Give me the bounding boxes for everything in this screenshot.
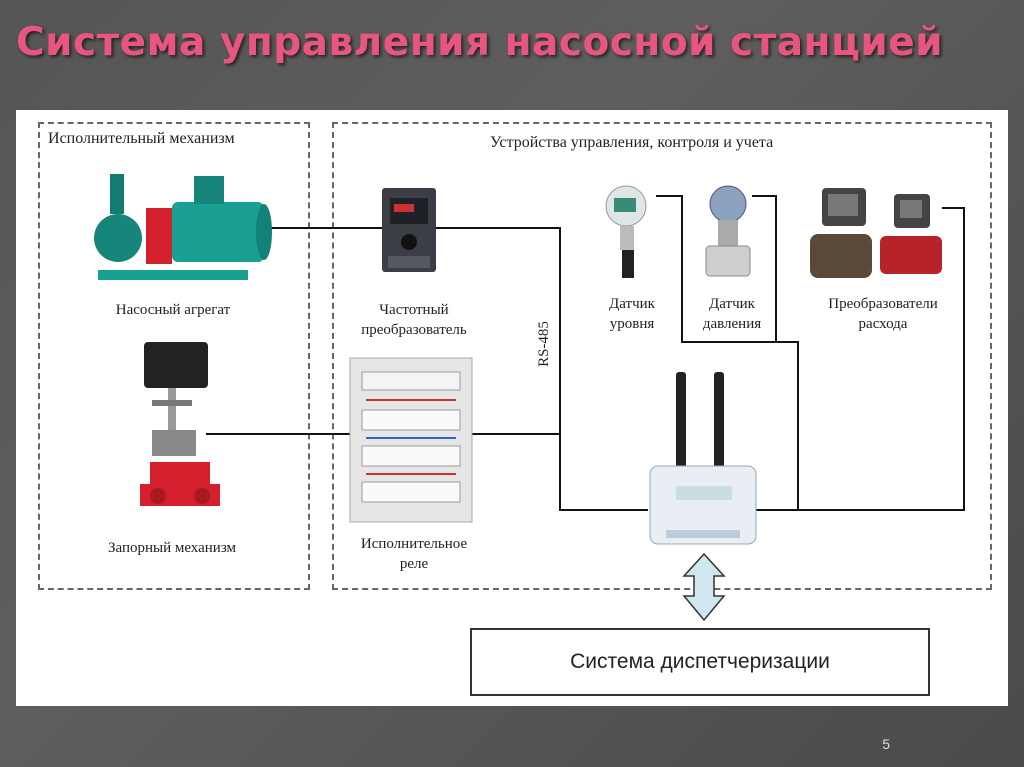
- pump-unit-label: Насосный агрегат: [115, 302, 231, 318]
- flow-converters-label-line2: расхода: [858, 316, 908, 332]
- vfd-label-line2: преобразователь: [361, 322, 467, 338]
- pressure-sensor-image: [705, 185, 751, 277]
- diagram-graphics: [94, 174, 965, 622]
- page-number: 5: [882, 736, 890, 752]
- pressure-sensor-label-line1: Датчик: [709, 296, 755, 312]
- diagram-panel: Исполнительный механизм Устройства управ…: [16, 110, 1008, 706]
- relay-label: Исполнительное реле: [332, 534, 496, 574]
- control-devices-group-box: [332, 122, 992, 590]
- dispatch-system-box: Система диспетчеризации: [470, 628, 930, 696]
- actuator-group-box: [38, 122, 310, 590]
- level-sensor-label: Датчик уровня: [592, 294, 672, 334]
- control-devices-group-title: Устройства управления, контроля и учета: [490, 134, 774, 151]
- level-sensor-label-line2: уровня: [609, 316, 655, 332]
- relay-label-line2: реле: [399, 556, 429, 572]
- relay-cabinet-image: [349, 357, 473, 523]
- shutoff-valve-label: Запорный механизм: [107, 540, 237, 556]
- flow-converters-label: Преобразователи расхода: [808, 294, 958, 334]
- rs485-bus-label: RS-485: [536, 321, 552, 367]
- vfd-label-line1: Частотный: [379, 302, 449, 318]
- flow-converters-image: [810, 188, 942, 278]
- relay-label-line1: Исполнительное: [360, 536, 468, 552]
- slide-title: Система управления насосной станцией: [16, 20, 944, 65]
- shutoff-valve-image: [140, 342, 220, 506]
- controller-modem-image: [649, 372, 757, 545]
- flow-converters-label-line1: Преобразователи: [828, 296, 938, 312]
- pressure-sensor-label-line2: давления: [702, 316, 762, 332]
- frequency-converter-image: [382, 188, 436, 272]
- vfd-label: Частотный преобразователь: [332, 300, 496, 340]
- actuator-group-title: Исполнительный механизм: [48, 130, 235, 147]
- pump-unit-image: [94, 174, 272, 280]
- level-sensor-label-line1: Датчик: [609, 296, 655, 312]
- level-sensor-image: [605, 185, 647, 278]
- pressure-sensor-label: Датчик давления: [692, 294, 772, 334]
- flow-converter-line: [756, 207, 965, 511]
- bidirectional-arrow-icon: [682, 552, 726, 622]
- connection-lines: [206, 195, 965, 511]
- vfd-bus-line: [436, 227, 648, 511]
- pressure-sensor-line: [752, 195, 777, 342]
